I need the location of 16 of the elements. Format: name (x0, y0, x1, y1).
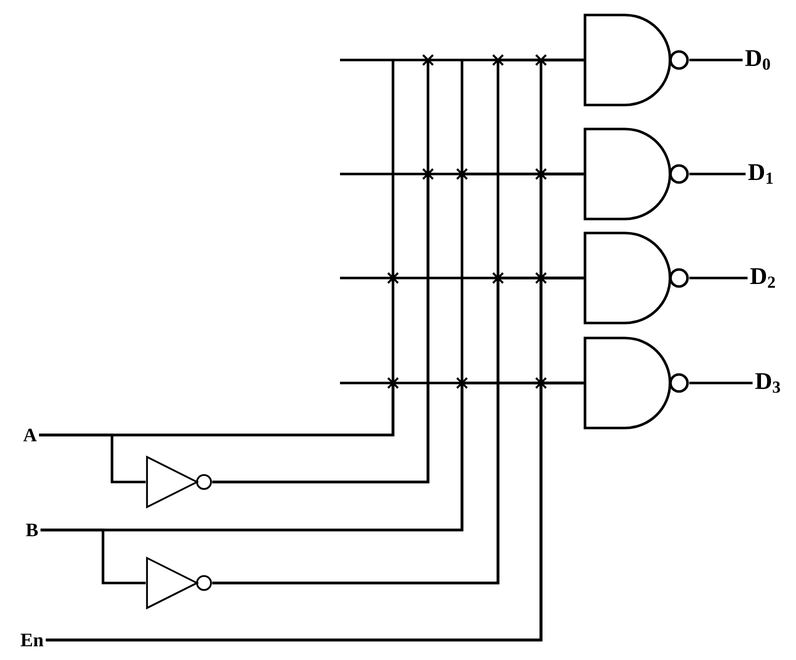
wire (689, 172, 746, 176)
nand-gate (584, 128, 689, 220)
nand-gate (584, 336, 689, 430)
nand-gate (584, 232, 689, 324)
output-label: D$_{1}$ (748, 164, 773, 184)
input-label: A (23, 428, 37, 442)
output-label: D$_{3}$ (755, 373, 780, 393)
wire (689, 382, 753, 384)
output-label: D$_{0}$ (745, 50, 770, 70)
input-label: B (26, 524, 38, 536)
output-label: D$_{2}$ (750, 268, 775, 288)
wire (689, 276, 748, 280)
input-label: En (20, 634, 44, 646)
nand-gate (584, 14, 689, 106)
wire (46, 377, 584, 642)
wire (689, 58, 743, 62)
